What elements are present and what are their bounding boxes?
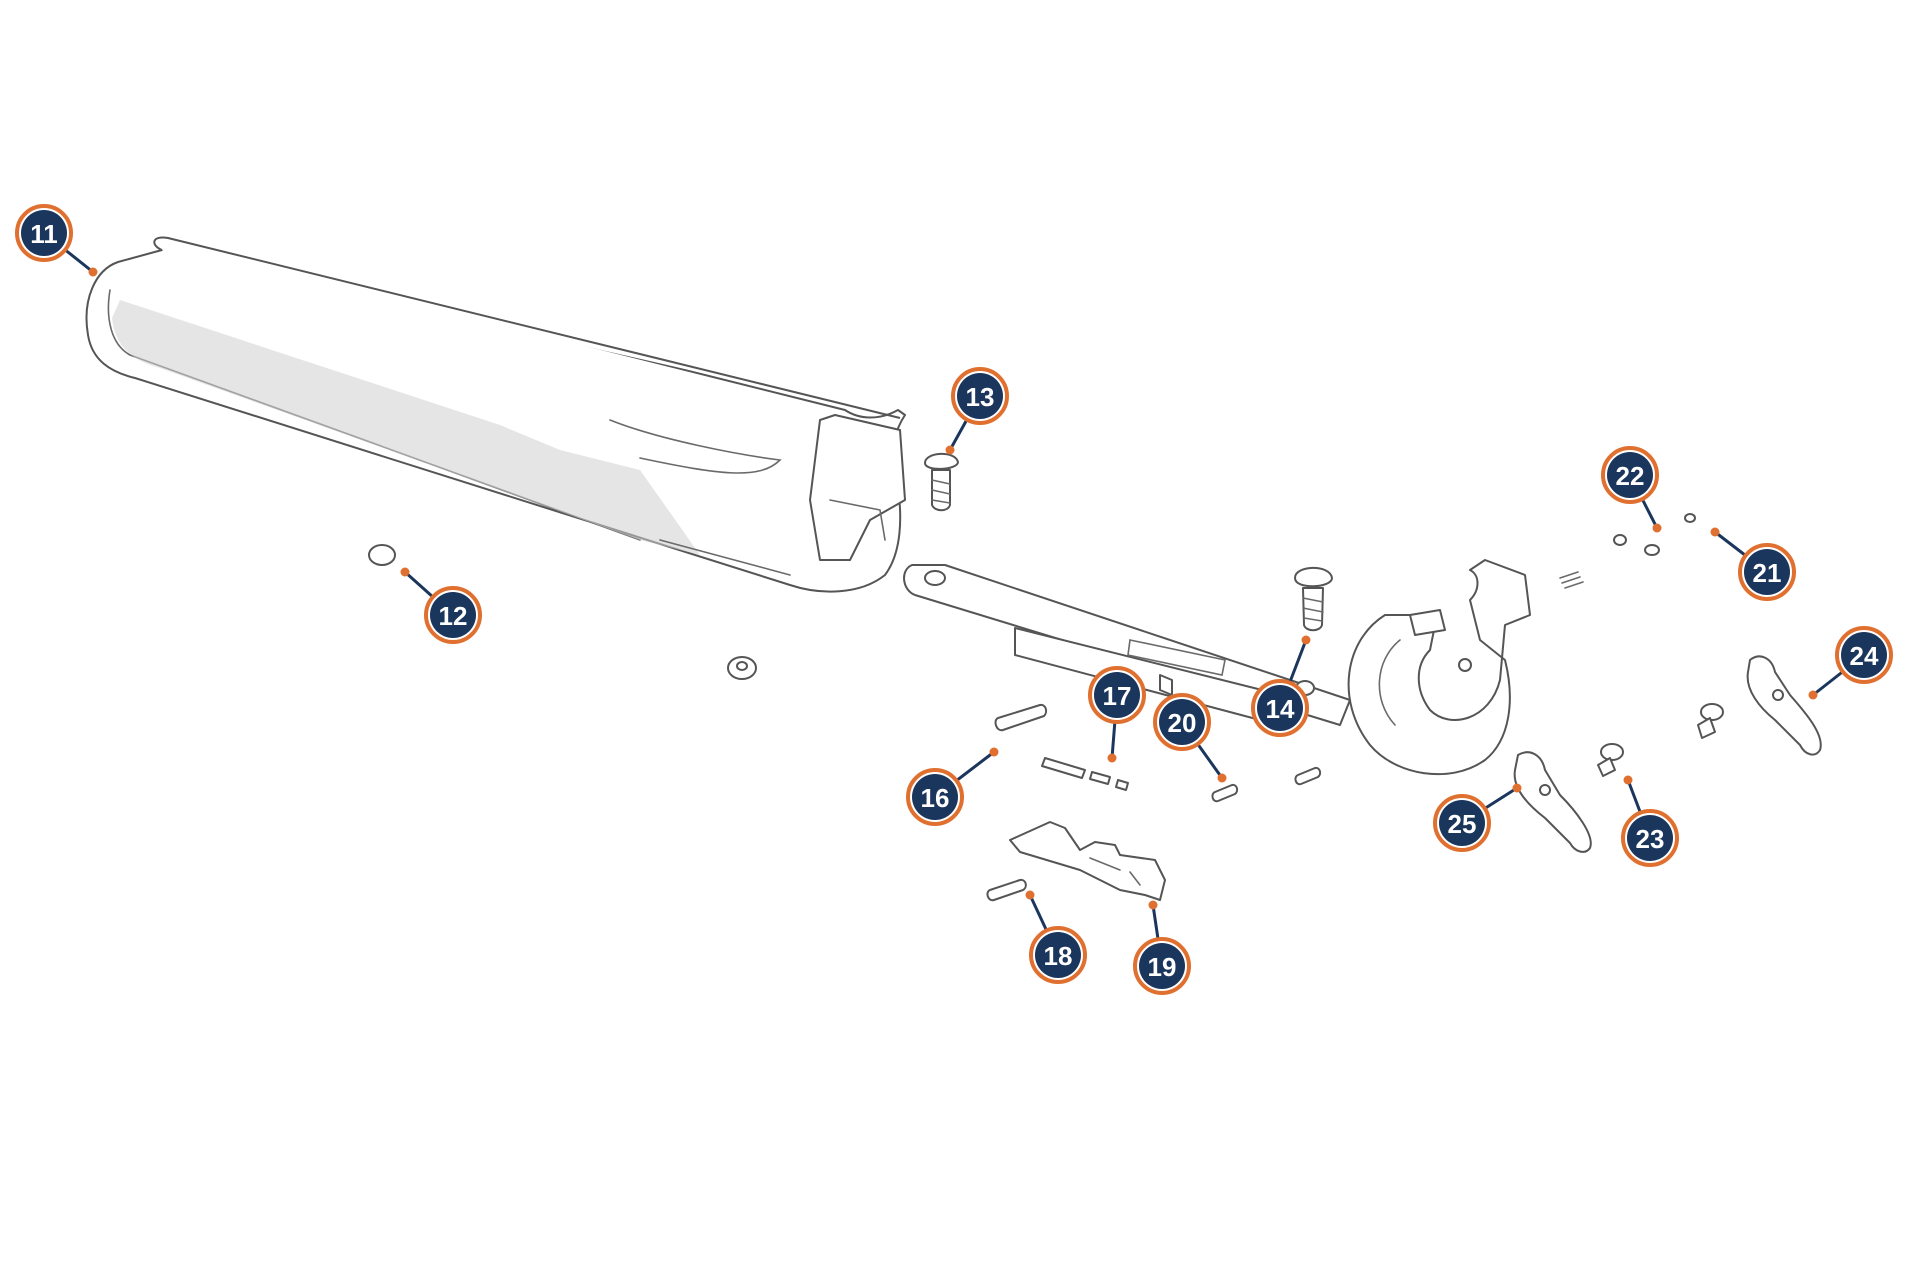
callout-fill: [1139, 943, 1185, 989]
callout-14: 14: [1251, 679, 1309, 737]
callout-fill: [1744, 549, 1790, 595]
leader-dot-18: [1025, 890, 1035, 900]
leader-dot-14: [1301, 635, 1311, 645]
callout-fill: [957, 373, 1003, 419]
callout-number: 24: [1850, 641, 1879, 671]
leader-dot-21: [1710, 527, 1720, 537]
callout-20: 20: [1153, 693, 1211, 751]
callout-17: 17: [1088, 666, 1146, 724]
callout-21: 21: [1738, 543, 1796, 601]
leader-dot-12: [400, 567, 410, 577]
leader-dot-25: [1512, 783, 1522, 793]
leader-dot-20: [1217, 773, 1227, 783]
callout-fill: [21, 210, 67, 256]
lever-plate-25-drawing: [1513, 751, 1592, 853]
forend-screw-drawing: [924, 452, 959, 512]
leader-dot-11: [88, 267, 98, 277]
hook-block-drawing: [1347, 559, 1531, 776]
callout-fill: [1439, 800, 1485, 846]
leader-dot-22: [1652, 523, 1662, 533]
callout-number: 23: [1636, 824, 1665, 854]
callout-23: 23: [1621, 809, 1679, 867]
callout-number: 22: [1616, 461, 1645, 491]
latch-19-drawing: [1009, 821, 1166, 901]
callout-number: 16: [921, 783, 950, 813]
callout-number: 14: [1266, 694, 1295, 724]
callout-25: 25: [1433, 794, 1491, 852]
pin-18-drawing: [986, 878, 1027, 902]
callout-11: 11: [15, 204, 73, 262]
leader-dot-17: [1107, 753, 1117, 763]
forend-iron-drawing: [903, 564, 1351, 726]
pin-20-drawing: [1211, 766, 1322, 803]
callout-number: 13: [966, 382, 995, 412]
nut-drawing: [727, 656, 757, 680]
callout-fill: [1035, 932, 1081, 978]
leader-dot-16: [989, 747, 999, 757]
callout-24: 24: [1835, 626, 1893, 684]
callout-16: 16: [906, 768, 964, 826]
callout-fill: [1841, 632, 1887, 678]
callout-12: 12: [424, 586, 482, 644]
callout-number: 20: [1168, 708, 1197, 738]
callout-number: 21: [1753, 558, 1782, 588]
callout-fill: [1607, 452, 1653, 498]
stud-23-drawing: [1597, 743, 1624, 777]
spring-set-22-drawing: [1559, 534, 1660, 589]
callout-number: 19: [1148, 952, 1177, 982]
forend-drawing: [85, 236, 906, 593]
pin-set-17-drawing: [1041, 757, 1129, 791]
callout-fill: [1094, 672, 1140, 718]
stud-drawing: [1697, 703, 1724, 739]
callout-fill: [1159, 699, 1205, 745]
leader-dot-23: [1623, 775, 1633, 785]
callout-22: 22: [1601, 446, 1659, 504]
small-ring-21-drawing: [1684, 513, 1696, 523]
callout-fill: [912, 774, 958, 820]
callout-number: 18: [1044, 941, 1073, 971]
leader-dot-19: [1148, 900, 1158, 910]
leader-dot-24: [1808, 690, 1818, 700]
callout-number: 25: [1448, 809, 1477, 839]
callout-badges: 11 12 13 14 16 17 18 19 20 21 22 23 24 25: [15, 204, 1893, 995]
callout-fill: [1257, 685, 1303, 731]
iron-screw-drawing: [1294, 566, 1333, 632]
callout-19: 19: [1133, 937, 1191, 995]
callout-fill: [430, 592, 476, 638]
washer-drawing: [368, 544, 396, 566]
callout-number: 17: [1103, 681, 1132, 711]
leader-dot-13: [945, 445, 955, 455]
lever-plate-24-drawing: [1746, 655, 1822, 756]
callout-number: 11: [30, 219, 58, 249]
callout-13: 13: [951, 367, 1009, 425]
callout-fill: [1627, 815, 1673, 861]
pin-16-drawing: [994, 703, 1048, 732]
callout-number: 12: [439, 601, 468, 631]
callout-18: 18: [1029, 926, 1087, 984]
